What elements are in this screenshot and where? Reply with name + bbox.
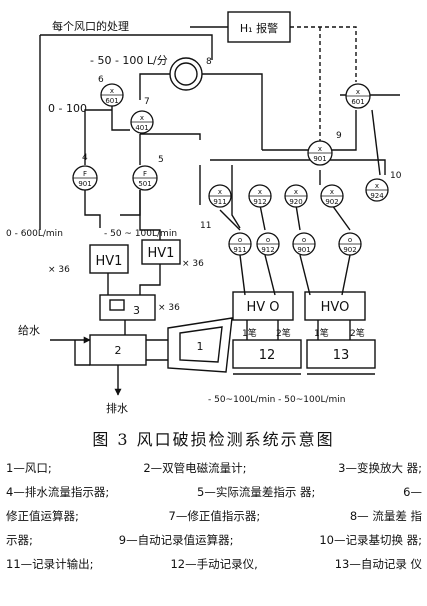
num-9: 9 bbox=[336, 131, 342, 141]
legend-row: 11—记录计输出; 12—手动记录仪, 13—自动记录 仪 bbox=[6, 552, 422, 576]
inst-r4-sym: x bbox=[330, 188, 334, 196]
inst-5-sym: F bbox=[143, 170, 147, 178]
legend: 1—风口; 2—双管电磁流量计; 3—变换放大 器; 4—排水流量指示器; 5—… bbox=[6, 456, 422, 576]
inst-g3-sym: o bbox=[302, 236, 306, 244]
box-2-label: 2 bbox=[115, 344, 122, 357]
pen2-label: 2笔 bbox=[276, 327, 291, 339]
num-8: 8 bbox=[206, 57, 212, 67]
legend-item: 示器; bbox=[6, 533, 33, 547]
figure-caption: 图 3 风口破损检测系统示意图 bbox=[92, 430, 335, 449]
box-13-label: 13 bbox=[333, 348, 350, 363]
inst-10-tag: 924 bbox=[370, 192, 384, 200]
inst-4-sym: F bbox=[83, 170, 87, 178]
box-1-label: 1 bbox=[197, 340, 204, 353]
range-0-600-label: 0 - 600L/min bbox=[6, 229, 63, 239]
hvo-label-b: HVO bbox=[321, 300, 350, 315]
each-tuyere-label: 每个风口的处理 bbox=[52, 19, 129, 33]
num-11: 11 bbox=[200, 221, 211, 231]
pen4-label: 2笔 bbox=[350, 327, 365, 339]
legend-item: 8— 流量差 指 bbox=[349, 509, 422, 523]
box-12-label: 12 bbox=[259, 348, 276, 363]
range-0-100-label: 0 - 100 bbox=[48, 102, 87, 115]
inst-rt-sym: x bbox=[356, 88, 360, 96]
legend-row: 4—排水流量指示器; 5—实际流量差指示 器; 6— bbox=[6, 480, 422, 504]
legend-item: 修正值运算器; bbox=[6, 509, 79, 523]
inst-r1-sym: x bbox=[218, 188, 222, 196]
auto-recorder-13 bbox=[306, 339, 376, 369]
supply-water-label: 给水 bbox=[18, 324, 40, 337]
legend-item: 10—记录基切换 器; bbox=[319, 533, 422, 547]
inst-4-tag: 901 bbox=[78, 180, 91, 188]
inst-r1-tag: 911 bbox=[213, 198, 226, 206]
manual-recorder-12 bbox=[232, 339, 302, 369]
inst-r2-sym: x bbox=[258, 188, 262, 196]
flow-diagram: x 601 x 401 F 901 F 501 x 601 x 901 x 92… bbox=[6, 11, 402, 415]
legend-row: 修正值运算器; 7—修正值指示器; 8— 流量差 指 bbox=[6, 504, 422, 528]
legend-item: 3—变换放大 器; bbox=[338, 461, 422, 475]
legend-item: 12—手动记录仪, bbox=[170, 557, 258, 571]
num-10: 10 bbox=[390, 171, 402, 181]
x36-label-a: × 36 bbox=[48, 265, 70, 275]
inst-g1-tag: 911 bbox=[233, 246, 246, 254]
inst-9-tag: 901 bbox=[313, 155, 326, 163]
flow-range-top-label: - 50 - 100 L/分 bbox=[90, 54, 168, 67]
inst-rt-tag: 601 bbox=[351, 98, 364, 106]
inst-g3-tag: 901 bbox=[297, 246, 310, 254]
tuyere-1 bbox=[167, 317, 233, 373]
legend-item: 6— bbox=[403, 485, 422, 499]
inst-r2-tag: 912 bbox=[253, 198, 266, 206]
legend-item: 9—自动记录值运算器; bbox=[118, 533, 234, 547]
num-7: 7 bbox=[144, 97, 150, 107]
inst-r3-sym: x bbox=[294, 188, 298, 196]
inst-g2-sym: o bbox=[266, 236, 270, 244]
inst-r4-tag: 902 bbox=[325, 198, 338, 206]
hvo-box-a bbox=[232, 291, 294, 321]
inst-9-sym: x bbox=[318, 145, 322, 153]
hvo-label-a: HV O bbox=[246, 300, 279, 315]
inst-g4-tag: 902 bbox=[343, 246, 356, 254]
legend-item: 11—记录计输出; bbox=[6, 557, 94, 571]
legend-row: 示器; 9—自动记录值运算器; 10—记录基切换 器; bbox=[6, 528, 422, 552]
num-5: 5 bbox=[158, 155, 164, 165]
hv1-label-a: HV1 bbox=[96, 254, 123, 269]
box-3-label: 3 bbox=[133, 304, 140, 317]
bottom-ranges-label: - 50~100L/min - 50~100L/min bbox=[208, 395, 345, 405]
inst-6-tag: 601 bbox=[105, 97, 118, 105]
legend-item: 13—自动记录 仪 bbox=[334, 557, 422, 571]
pen1-label: 1笔 bbox=[242, 327, 257, 339]
mid-range-label: - 50 ~ 100L/min bbox=[104, 229, 177, 239]
legend-item: 5—实际流量差指示 器; bbox=[197, 485, 316, 499]
inst-10-sym: x bbox=[375, 182, 379, 190]
pen3-label: 1笔 bbox=[314, 327, 329, 339]
legend-row: 1—风口; 2—双管电磁流量计; 3—变换放大 器; bbox=[6, 456, 422, 480]
inst-g1-sym: o bbox=[238, 236, 242, 244]
legend-item: 7—修正值指示器; bbox=[168, 509, 261, 523]
inst-5-tag: 501 bbox=[138, 180, 151, 188]
hvo-box-b bbox=[304, 291, 366, 321]
inst-7-sym: x bbox=[140, 114, 144, 122]
inst-g2-tag: 912 bbox=[261, 246, 274, 254]
converter-box-3 bbox=[99, 294, 156, 321]
legend-item: 2—双管电磁流量计; bbox=[143, 461, 247, 475]
legend-item: 4—排水流量指示器; bbox=[6, 485, 110, 499]
hv1-box-b bbox=[141, 239, 181, 265]
hv1-label-b: HV1 bbox=[148, 246, 175, 261]
num-4: 4 bbox=[82, 153, 88, 163]
alarm-dashed-line bbox=[290, 26, 357, 82]
alarm-label: H₁ 报警 bbox=[240, 21, 278, 35]
num-6: 6 bbox=[98, 75, 104, 85]
inst-7-tag: 401 bbox=[135, 124, 148, 132]
x36-label-b: × 36 bbox=[182, 259, 204, 269]
hv1-box-a bbox=[89, 244, 129, 274]
inst-r3-tag: 920 bbox=[289, 198, 302, 206]
inst-6-sym: x bbox=[110, 87, 114, 95]
inst-g4-sym: o bbox=[348, 236, 352, 244]
drain-water-label: 排水 bbox=[106, 401, 128, 415]
legend-item: 1—风口; bbox=[6, 461, 52, 475]
x36-label-c: × 36 bbox=[158, 303, 180, 313]
